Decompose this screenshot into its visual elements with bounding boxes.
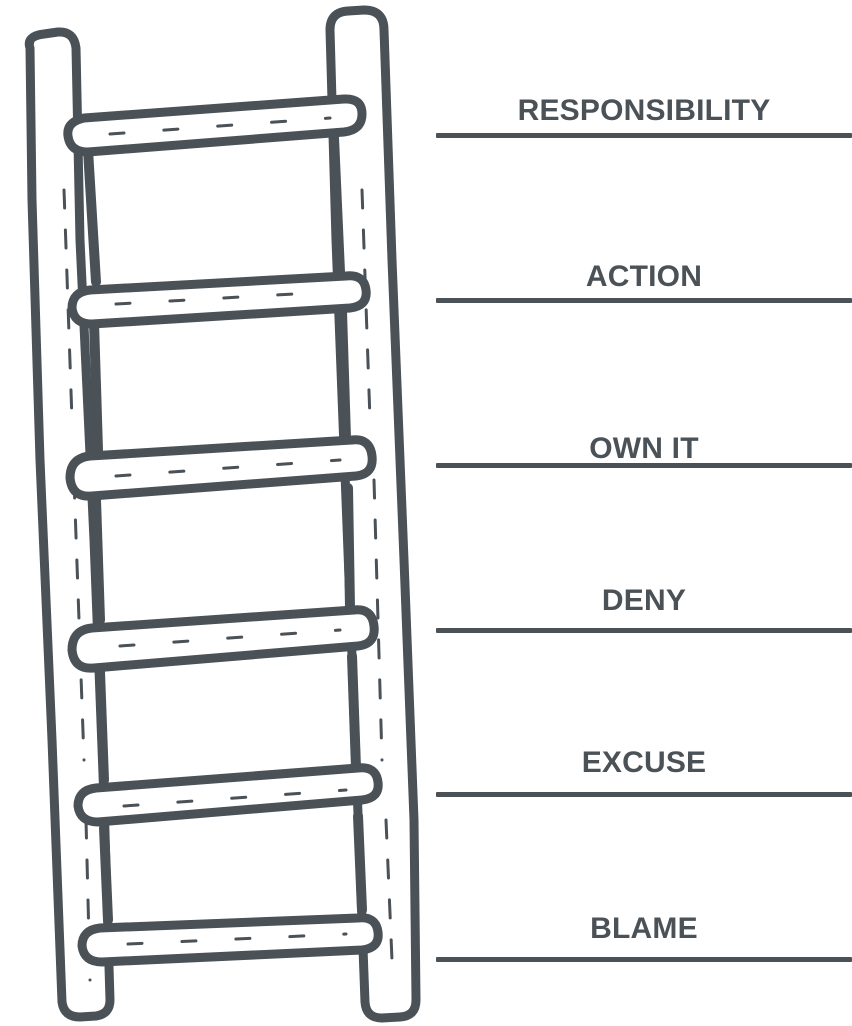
ladder-rung-6 (77, 913, 383, 967)
level-label-deny: DENY (601, 584, 687, 617)
ladder-rung-texture (108, 116, 348, 946)
ladder-rung-4 (67, 605, 379, 673)
level-label-responsibility: RESPONSIBILITY (517, 94, 771, 127)
ladder-rung-1 (63, 94, 367, 157)
ladder-right-rail (325, 5, 421, 1023)
level-line-deny (436, 628, 852, 633)
level-line-excuse (436, 792, 852, 797)
level-label-action: ACTION (585, 260, 703, 293)
ladder-rung-2 (67, 271, 371, 329)
ladder-rung-5 (73, 763, 383, 827)
level-label-excuse: EXCUSE (581, 746, 707, 779)
ladder-inner-rails (83, 133, 367, 925)
level-line-blame (436, 957, 852, 962)
level-label-blame: BLAME (590, 912, 698, 945)
level-label-own-it: OWN IT (589, 432, 699, 465)
ladder-rungs (63, 94, 383, 967)
level-line-action (436, 298, 852, 303)
level-line-own-it (436, 463, 852, 468)
ladder-left-rail (24, 27, 115, 1022)
ladder-rung-3 (65, 435, 377, 501)
level-line-responsibility (436, 133, 852, 138)
